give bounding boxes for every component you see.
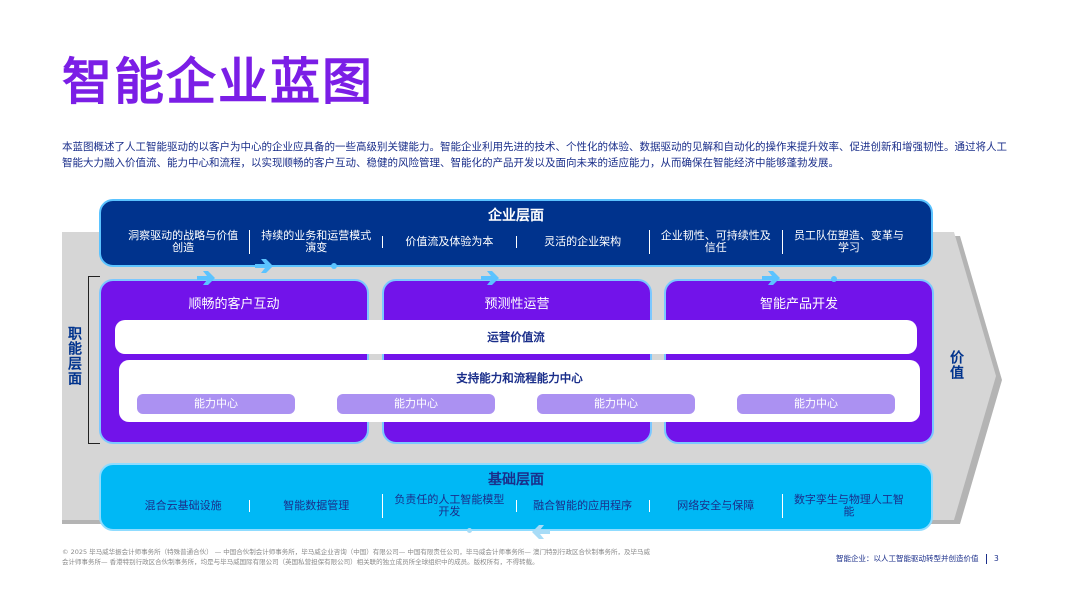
footer-doc-title: 智能企业：以人工智能驱动转型并创造价值 <box>836 554 979 563</box>
page-number: 3 <box>994 554 999 563</box>
capability-center-pill: 能力中心 <box>137 394 295 414</box>
capability-center-pill: 能力中心 <box>537 394 695 414</box>
enterprise-item: 员工队伍塑造、变革与学习 <box>781 230 915 254</box>
foundation-layer-title: 基础层面 <box>488 472 544 488</box>
capability-panel-title: 支持能力和流程能力中心 <box>456 371 583 385</box>
arrow-right-icon <box>479 270 501 286</box>
column-title: 顺畅的客户互动 <box>188 297 280 312</box>
foundation-item: 智能数据管理 <box>249 500 382 512</box>
copyright-notice: © 2025 毕马威华振会计师事务所（特殊普通合伙） — 中国合伙制会计师事务所… <box>62 548 650 566</box>
foundation-item: 数字孪生与物理人工智能 <box>781 494 915 518</box>
value-label: 价值 <box>948 350 964 380</box>
foundation-item: 负责任的人工智能模型开发 <box>382 494 515 518</box>
capability-centers-panel: 支持能力和流程能力中心 能力中心 能力中心 能力中心 能力中心 <box>119 360 920 422</box>
foundation-item: 网络安全与保障 <box>648 500 782 512</box>
page-title: 智能企业蓝图 <box>62 53 374 111</box>
arrow-right-icon <box>253 258 275 274</box>
footer-doc-info: 智能企业：以人工智能驱动转型并创造价值 3 <box>836 553 999 564</box>
functional-layer-label: 职能层面 <box>66 326 82 386</box>
operations-value-stream-bar: 运营价值流 <box>115 320 917 354</box>
foundation-item: 融合智能的应用程序 <box>515 500 649 512</box>
enterprise-item: 持续的业务和运营模式演变 <box>249 230 382 254</box>
footer-separator <box>985 553 987 564</box>
capability-center-pill: 能力中心 <box>737 394 895 414</box>
enterprise-layer-title: 企业层面 <box>488 208 544 224</box>
capability-center-pill: 能力中心 <box>337 394 495 414</box>
arrow-right-icon <box>760 270 782 286</box>
functional-layer-bracket <box>88 276 100 444</box>
flow-dot-icon <box>467 528 472 533</box>
flow-dot-icon <box>831 276 837 282</box>
column-title: 预测性运营 <box>484 297 550 312</box>
arrow-right-icon <box>195 270 217 286</box>
column-title: 智能产品开发 <box>759 297 838 312</box>
arrow-left-icon <box>530 524 552 540</box>
foundation-layer: 基础层面 混合云基础设施 智能数据管理 负责任的人工智能模型开发 融合智能的应用… <box>99 463 933 531</box>
flow-dot-icon <box>331 263 337 269</box>
enterprise-item: 企业韧性、可持续性及信任 <box>648 230 782 254</box>
enterprise-layer: 企业层面 洞察驱动的战略与价值创造 持续的业务和运营模式演变 价值流及体验为本 … <box>99 199 933 267</box>
foundation-item: 混合云基础设施 <box>144 499 222 512</box>
intro-paragraph: 本蓝图概述了人工智能驱动的以客户为中心的企业应具备的一些高级别关键能力。智能企业… <box>62 141 1007 169</box>
enterprise-item: 灵活的企业架构 <box>515 236 649 248</box>
enterprise-item: 洞察驱动的战略与价值创造 <box>128 229 239 254</box>
enterprise-item: 价值流及体验为本 <box>382 236 515 248</box>
